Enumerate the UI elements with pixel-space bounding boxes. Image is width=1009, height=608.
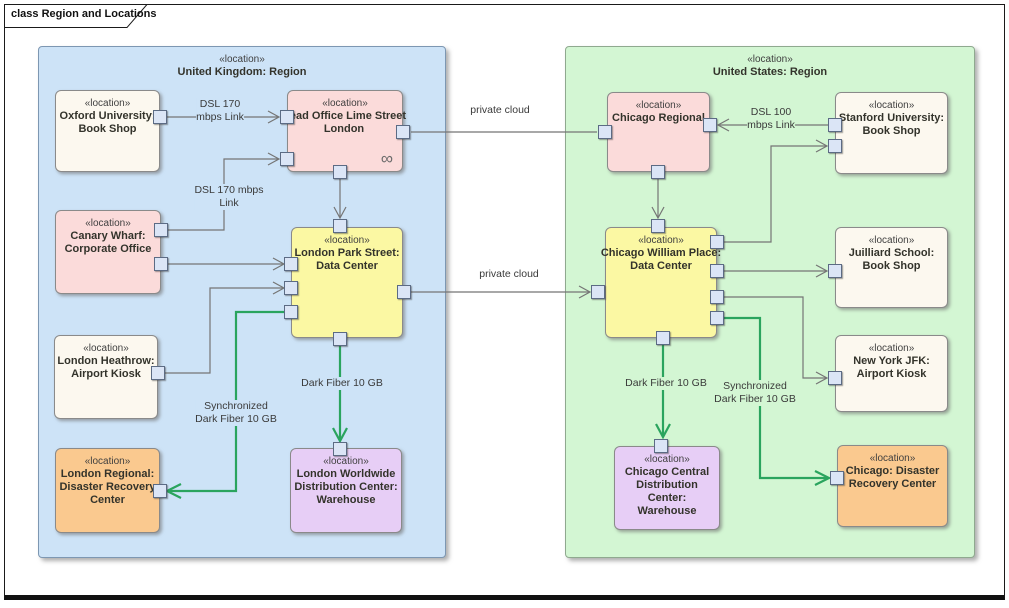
label-private-cloud-top: private cloud <box>470 104 530 116</box>
port-chicagodc-right-4[interactable] <box>710 311 724 325</box>
connector-private-cloud-bottom[interactable] <box>411 285 592 299</box>
node-canary-wharf[interactable]: «location» Canary Wharf: Corporate Offic… <box>55 210 161 294</box>
port-headoffice-bottom[interactable] <box>333 165 347 179</box>
label-dsl100: DSL 100 mbps Link <box>747 106 795 132</box>
port-londondc-bottom[interactable] <box>333 332 347 346</box>
port-chicagodc-top[interactable] <box>651 219 665 233</box>
connector-chicagodc-juilliard[interactable] <box>724 264 829 278</box>
connector-canary-londondc[interactable] <box>168 257 286 271</box>
node-new-york-jfk[interactable]: «location» New York JFK: Airport Kiosk <box>835 335 948 412</box>
port-londondc-right[interactable] <box>397 285 411 299</box>
infinity-icon: ∞ <box>380 149 393 168</box>
label-sync-darkfiber-us: Synchronized Dark Fiber 10 GB <box>714 380 796 406</box>
region-stereotype: «location» <box>747 54 793 65</box>
node-london-warehouse[interactable]: «location» London Worldwide Distribution… <box>290 448 402 533</box>
node-london-heathrow[interactable]: «location» London Heathrow: Airport Kios… <box>54 335 158 419</box>
port-chicagodc-bottom[interactable] <box>656 331 670 345</box>
port-headoffice-right[interactable] <box>396 125 410 139</box>
region-name: United States: Region <box>712 66 828 78</box>
connector-headoffice-londondc[interactable] <box>333 179 347 220</box>
port-jfk-left[interactable] <box>828 371 842 385</box>
connector-chicagodc-jfk[interactable] <box>724 296 829 385</box>
port-stanford-left-1[interactable] <box>828 118 842 132</box>
port-chicagodc-left[interactable] <box>591 285 605 299</box>
port-canary-right-2[interactable] <box>154 257 168 271</box>
label-darkfiber-uk: Dark Fiber 10 GB <box>301 377 383 390</box>
port-londondc-left-3[interactable] <box>284 305 298 319</box>
diagram-title-tab <box>4 4 149 28</box>
port-juilliard-left[interactable] <box>828 264 842 278</box>
connector-darkfiber-us[interactable] <box>655 345 671 440</box>
connector-heathrow-londondc[interactable] <box>165 281 286 374</box>
port-chicagodc-right-1[interactable] <box>710 235 724 249</box>
port-chicagodc-right-2[interactable] <box>710 264 724 278</box>
port-chicagowarehouse-top[interactable] <box>654 439 668 453</box>
connector-chicagoregional-chicagodc[interactable] <box>651 179 665 220</box>
node-chicago-drc[interactable]: «location» Chicago: Disaster Recovery Ce… <box>837 445 948 527</box>
node-chicago-william-place-dc[interactable]: «location» Chicago William Place: Data C… <box>601 227 721 338</box>
node-chicago-warehouse[interactable]: «location» Chicago Central Distribution … <box>614 446 720 530</box>
label-darkfiber-us: Dark Fiber 10 GB <box>625 377 707 390</box>
port-headoffice-left-2[interactable] <box>280 152 294 166</box>
node-london-park-street-dc[interactable]: «location» London Park Street: Data Cent… <box>291 227 403 338</box>
region-stereotype: «location» <box>219 54 265 65</box>
port-chicagoregional-bottom[interactable] <box>651 165 665 179</box>
port-oxford-right[interactable] <box>153 110 167 124</box>
port-chicagoregional-right[interactable] <box>703 118 717 132</box>
port-chicagodrc-left[interactable] <box>830 471 844 485</box>
diagram-frame <box>4 4 1005 600</box>
port-chicagodc-right-3[interactable] <box>710 290 724 304</box>
port-chicagoregional-left[interactable] <box>598 125 612 139</box>
node-london-regional-drc[interactable]: «location» London Regional: Disaster Rec… <box>55 448 160 533</box>
node-juilliard-school[interactable]: «location» Juilliard School: Book Shop <box>835 227 948 308</box>
port-londondc-top[interactable] <box>333 219 347 233</box>
node-stanford-university[interactable]: «location» Stanford University: Book Sho… <box>835 92 948 174</box>
label-sync-darkfiber-uk: Synchronized Dark Fiber 10 GB <box>195 400 277 426</box>
port-headoffice-left-1[interactable] <box>280 110 294 124</box>
port-londondrc-right[interactable] <box>153 484 167 498</box>
region-name: United Kingdom: Region <box>177 66 307 78</box>
port-stanford-left-2[interactable] <box>828 139 842 153</box>
port-canary-right-1[interactable] <box>154 223 168 237</box>
diagram-title: class Region and Locations <box>11 8 157 20</box>
connector-chicagodc-stanford[interactable] <box>724 139 829 243</box>
port-londondc-left-1[interactable] <box>284 257 298 271</box>
connector-darkfiber-uk[interactable] <box>332 346 348 444</box>
port-londonwarehouse-top[interactable] <box>333 442 347 456</box>
label-private-cloud-bottom: private cloud <box>479 268 539 280</box>
node-oxford-university[interactable]: «location» Oxford University: Book Shop <box>55 90 160 172</box>
label-dsl170-canary: DSL 170 mbps Link <box>194 184 264 210</box>
label-dsl170-oxford: DSL 170 mbps Link <box>196 98 244 124</box>
port-heathrow-right[interactable] <box>151 366 165 380</box>
port-londondc-left-2[interactable] <box>284 281 298 295</box>
